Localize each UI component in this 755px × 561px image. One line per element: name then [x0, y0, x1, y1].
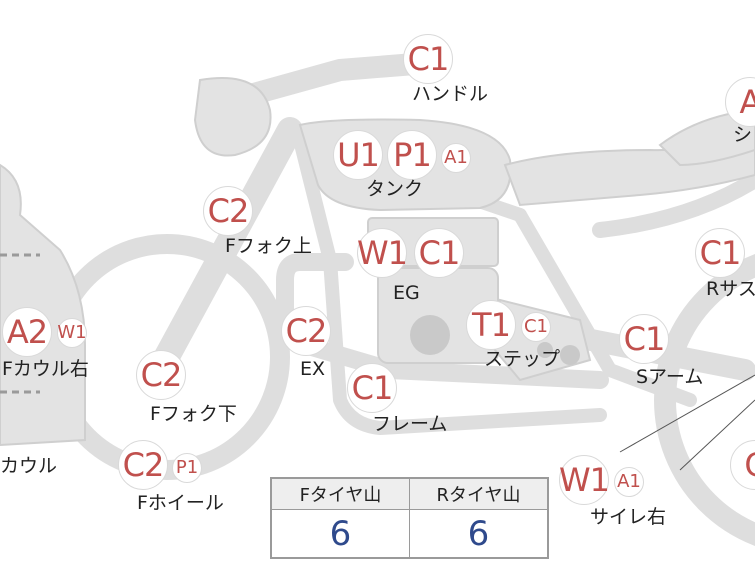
frame-label: フレーム: [372, 413, 448, 435]
engine-code-1: W1: [357, 228, 408, 278]
exhaust-code-1: C2: [281, 306, 331, 356]
handle-label: ハンドル: [412, 83, 489, 105]
rear-tire-tread-value: 6: [467, 513, 490, 554]
silencer-right-code-1: W1: [559, 455, 610, 505]
ffork-upper-label: Fフォク上: [225, 235, 312, 257]
tank-code-1: U1: [333, 130, 383, 180]
ffork-lower-code-1: C2: [136, 350, 186, 400]
front-tire-tread-value: 6: [329, 513, 352, 554]
fcowl-right-code-1: A2: [2, 307, 52, 357]
rear-tire-tread-header: Rタイヤ山: [410, 479, 547, 510]
tank-code-2: P1: [387, 130, 437, 180]
s-arm-code-1: C1: [619, 314, 669, 364]
step-code-2: C1: [521, 312, 551, 342]
engine-code-2: C1: [414, 228, 464, 278]
rsus-label: Rサス: [706, 278, 755, 300]
step-label: ステップ: [484, 348, 561, 370]
front-tire-tread-header: Fタイヤ山: [272, 479, 409, 510]
exhaust-label: EX: [300, 358, 326, 380]
silencer-right-code-2: A1: [614, 467, 644, 497]
ffork-upper-code-1: C2: [203, 186, 253, 236]
tank-code-3: A1: [441, 143, 471, 173]
table-divider: [409, 479, 410, 557]
rsus-code-1: C1: [695, 228, 745, 278]
tank-label: タンク: [366, 178, 424, 200]
cowl-label: カウル: [0, 455, 58, 477]
frame-code-1: C1: [347, 363, 397, 413]
silencer-right-label: サイレ右: [590, 506, 667, 528]
seat-label: シ: [733, 124, 753, 146]
fwheel-code-1: C2: [118, 440, 168, 490]
s-arm-label: Sアーム: [636, 366, 704, 388]
fcowl-right-label: Fカウル右: [2, 358, 89, 380]
fwheel-code-2: P1: [172, 453, 202, 483]
handle-code-1: C1: [403, 34, 453, 84]
step-code-1: T1: [466, 300, 516, 350]
ffork-lower-label: Fフォク下: [150, 403, 237, 425]
engine-label: EG: [393, 282, 420, 304]
tire-tread-table: Fタイヤ山 Rタイヤ山 6 6: [270, 477, 549, 559]
fcowl-right-code-2: W1: [57, 318, 87, 348]
fwheel-label: Fホイール: [137, 492, 224, 514]
